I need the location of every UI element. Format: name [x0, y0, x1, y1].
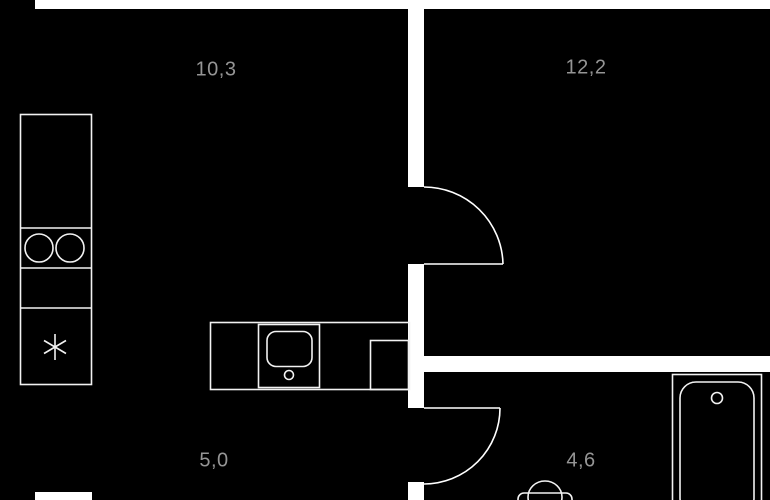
room-area-label-hallway: 5,0	[199, 449, 229, 472]
wall-middle-bottom-stub	[408, 482, 424, 500]
bathtub-inner	[679, 381, 755, 500]
room-area-label-bedroom: 12,2	[565, 56, 607, 79]
kitchen-fixtures	[19, 113, 411, 391]
kitchen-tall-cabinet	[19, 113, 93, 386]
sink-unit	[257, 323, 321, 389]
door-arc-bathroom	[423, 407, 501, 485]
toilet-bowl	[527, 480, 563, 500]
room-area-label-living: 10,3	[195, 58, 237, 81]
stove-unit	[369, 339, 410, 391]
wall-top	[35, 0, 770, 9]
fridge-asterisk-icon	[43, 334, 67, 360]
wall-middle-upper	[408, 0, 424, 187]
toilet-tank	[517, 492, 573, 500]
wall-bathroom-top	[424, 356, 770, 372]
wall-bottom-left-stub	[35, 492, 92, 500]
wall-middle-lower	[408, 264, 424, 408]
doors	[423, 186, 504, 485]
sink-drain	[283, 369, 295, 381]
bathtub-drain	[710, 391, 724, 405]
walls	[35, 0, 770, 500]
room-area-label-bathroom: 4,6	[566, 449, 596, 472]
cooktop-burner-right	[55, 233, 85, 263]
bathroom-fixtures	[517, 373, 763, 500]
kitchen-counter	[209, 321, 411, 391]
bathtub-outer	[671, 373, 763, 500]
sink-basin	[266, 330, 313, 368]
cooktop-burner-left	[24, 233, 54, 263]
door-arc-bedroom	[423, 186, 504, 265]
